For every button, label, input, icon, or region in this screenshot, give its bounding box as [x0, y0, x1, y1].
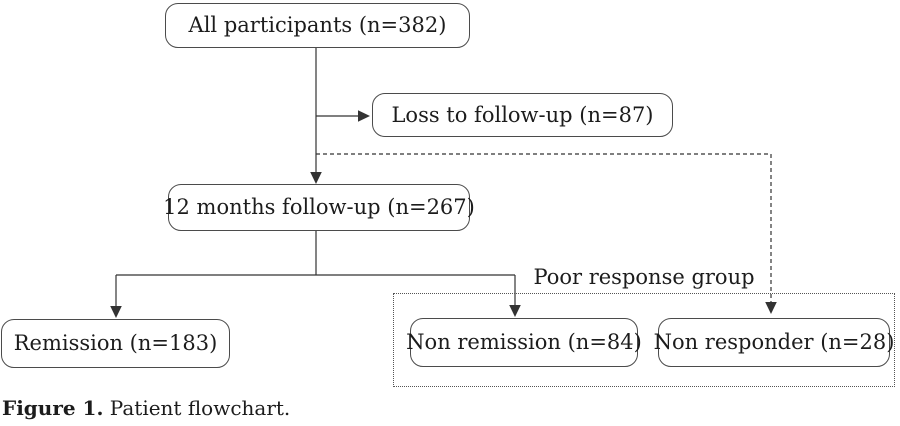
figure-caption-label: Figure 1.: [2, 396, 104, 420]
connector-to-non-remission-arrowhead: [509, 305, 521, 317]
connector-dashed-to-non-responder-arrowhead: [765, 302, 777, 314]
node-all-participants: All participants (n=382): [165, 3, 470, 48]
connector-to-remission-arrowhead: [110, 306, 122, 318]
node-loss-to-follow-up: Loss to follow-up (n=87): [372, 93, 673, 137]
connector-dashed-to-non-responder-line: [316, 153, 772, 302]
connector-all-to-12months-arrowhead: [310, 172, 322, 184]
node-non-responder: Non responder (n=28): [654, 318, 894, 367]
node-12-months-follow-up: 12 months follow-up (n=267): [163, 184, 475, 231]
connector-to-loss-arrowhead: [358, 110, 370, 122]
figure-caption-text: Patient flowchart.: [103, 396, 291, 420]
node-non-remission: Non remission (n=84): [406, 318, 642, 367]
figure-caption: Figure 1. Patient flowchart.: [2, 396, 290, 420]
poor-response-group-label: Poor response group: [533, 265, 755, 289]
poor-response-group-box: [393, 293, 895, 387]
connector-split-bar: [116, 231, 515, 276]
node-remission: Remission (n=183): [1, 319, 230, 368]
